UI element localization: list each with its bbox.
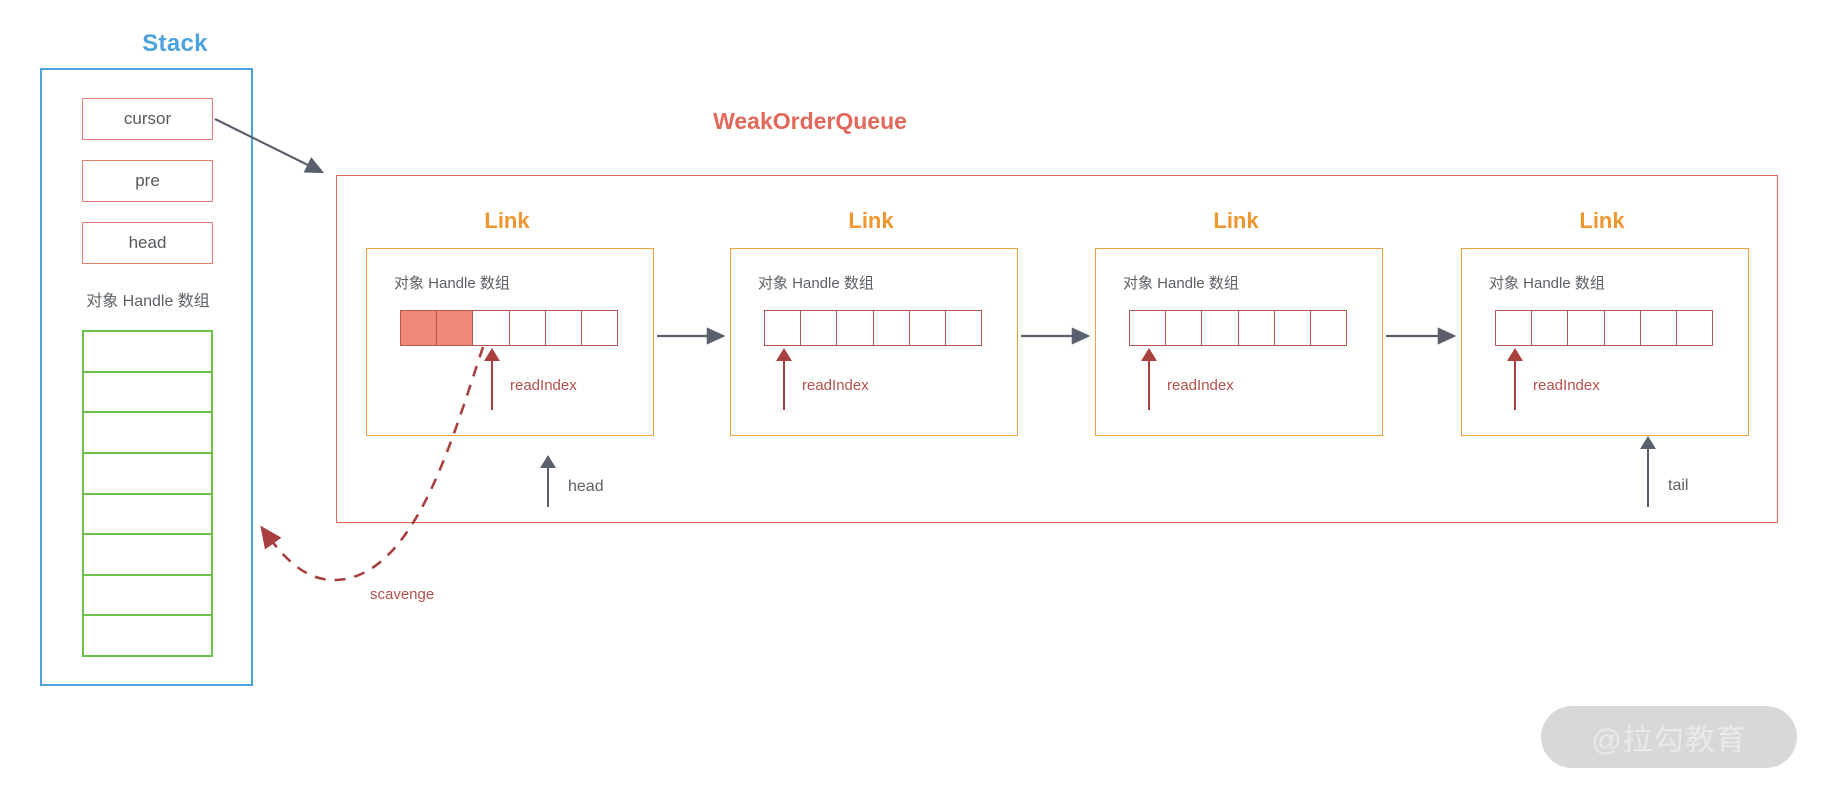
tail-pointer-label: tail <box>1668 477 1689 494</box>
link-array-label-1: 对象 Handle 数组 <box>394 275 510 292</box>
head-pointer-arrowhead <box>540 455 556 468</box>
handle-cell <box>765 311 802 345</box>
stack-field-cursor[interactable]: cursor <box>82 98 213 140</box>
link-title-1: Link <box>484 208 530 233</box>
handle-cell <box>1496 311 1533 345</box>
stack-field-head-label: head <box>128 233 167 252</box>
handle-cell <box>1676 311 1713 345</box>
handle-cell <box>945 311 982 345</box>
handle-cell <box>473 311 510 345</box>
stack-title: Stack <box>142 30 208 57</box>
handle-cell <box>909 311 946 345</box>
handle-cell <box>1202 311 1239 345</box>
link-title-3: Link <box>1213 208 1259 233</box>
read-index-arrow-2 <box>783 358 785 410</box>
handle-cell <box>1130 311 1167 345</box>
stack-handle-array <box>82 330 213 657</box>
stack-array-cell <box>84 495 211 536</box>
handle-cell <box>401 311 438 345</box>
stack-array-cell <box>84 454 211 495</box>
handle-cell <box>509 311 546 345</box>
read-index-label-2: readIndex <box>802 377 869 394</box>
handle-cell <box>1604 311 1641 345</box>
handle-cell <box>1166 311 1203 345</box>
handle-cell <box>1640 311 1677 345</box>
watermark-text: @拉勾教育 <box>1591 724 1747 757</box>
link-array-label-2: 对象 Handle 数组 <box>758 275 874 292</box>
link-title-2: Link <box>848 208 894 233</box>
tail-pointer-arrowhead <box>1640 436 1656 449</box>
stack-field-cursor-label: cursor <box>123 109 172 128</box>
link-title-4: Link <box>1579 208 1625 233</box>
weak-order-queue-title: WeakOrderQueue <box>713 108 907 134</box>
head-pointer-arrow <box>547 465 549 507</box>
scavenge-label: scavenge <box>370 586 435 603</box>
read-index-arrowhead-1 <box>484 348 500 361</box>
handle-cell <box>437 311 474 345</box>
head-pointer-label: head <box>568 478 604 495</box>
read-index-arrowhead-3 <box>1141 348 1157 361</box>
read-index-label-1: readIndex <box>510 377 577 394</box>
stack-array-cell <box>84 413 211 454</box>
stack-field-pre[interactable]: pre <box>82 160 213 202</box>
handle-cell <box>801 311 838 345</box>
read-index-arrow-1 <box>491 358 493 410</box>
handle-cell <box>545 311 582 345</box>
handle-cell <box>1274 311 1311 345</box>
stack-array-cell <box>84 616 211 655</box>
read-index-arrowhead-4 <box>1507 348 1523 361</box>
read-index-label-4: readIndex <box>1533 377 1600 394</box>
handle-cell <box>837 311 874 345</box>
watermark-badge: @拉勾教育 <box>1541 706 1797 768</box>
read-index-arrow-3 <box>1148 358 1150 410</box>
link-handle-array-3 <box>1129 310 1347 346</box>
read-index-arrow-4 <box>1514 358 1516 410</box>
link-handle-array-2 <box>764 310 982 346</box>
handle-cell <box>873 311 910 345</box>
stack-array-cell <box>84 535 211 576</box>
handle-cell <box>1532 311 1569 345</box>
link-handle-array-4 <box>1495 310 1713 346</box>
link-handle-array-1 <box>400 310 618 346</box>
handle-cell <box>1568 311 1605 345</box>
link-array-label-3: 对象 Handle 数组 <box>1123 275 1239 292</box>
handle-cell <box>1310 311 1347 345</box>
read-index-label-3: readIndex <box>1167 377 1234 394</box>
read-index-arrowhead-2 <box>776 348 792 361</box>
handle-cell <box>581 311 618 345</box>
stack-array-cell <box>84 332 211 373</box>
stack-array-cell <box>84 373 211 414</box>
handle-cell <box>1238 311 1275 345</box>
stack-array-label: 对象 Handle 数组 <box>86 293 210 310</box>
link-array-label-4: 对象 Handle 数组 <box>1489 275 1605 292</box>
stack-array-cell <box>84 576 211 617</box>
tail-pointer-arrow <box>1647 446 1649 507</box>
stack-field-head[interactable]: head <box>82 222 213 264</box>
stack-field-pre-label: pre <box>135 171 160 190</box>
